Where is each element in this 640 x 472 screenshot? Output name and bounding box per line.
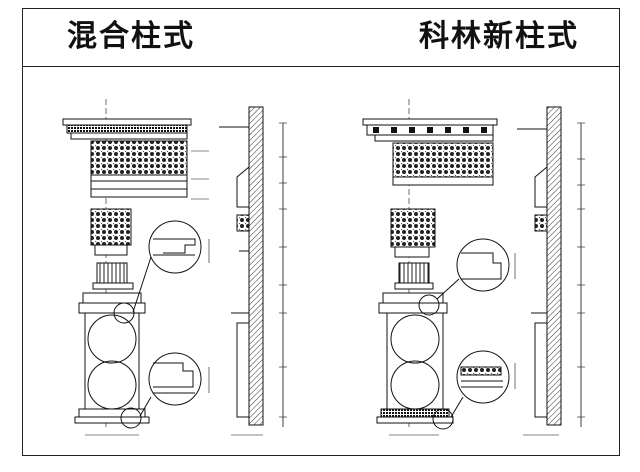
column-drawings	[23, 67, 619, 455]
composite-order-title: 混合柱式	[67, 19, 195, 54]
corinthian-column-section	[517, 106, 585, 436]
corinthian-column-elevation	[362, 99, 516, 436]
title-bar: 混合柱式 科林新柱式	[23, 9, 619, 67]
corinthian-order-title: 科林新柱式	[419, 19, 579, 54]
composite-column-section	[219, 106, 287, 436]
composite-column-elevation	[62, 99, 210, 436]
drawing-sheet: 混合柱式 科林新柱式	[22, 8, 620, 456]
